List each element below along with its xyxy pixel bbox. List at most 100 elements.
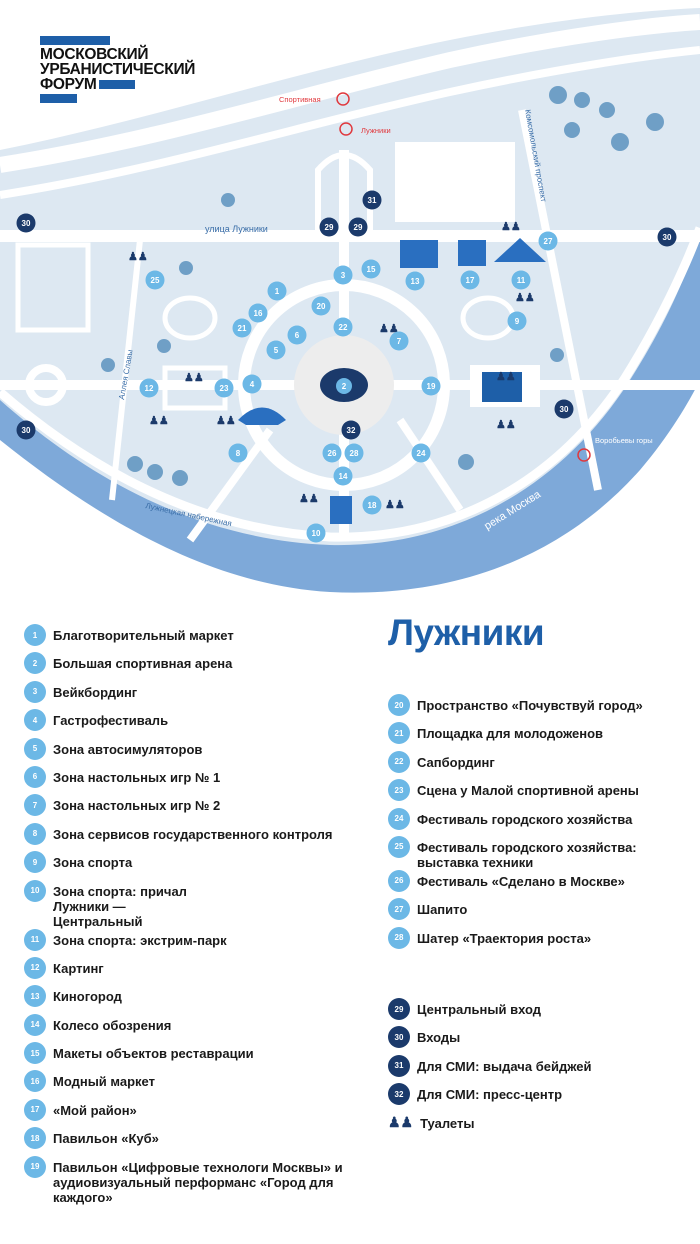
- map-marker-5[interactable]: 5: [266, 340, 286, 360]
- marker-circle: [361, 259, 381, 279]
- map-marker-7[interactable]: 7: [389, 331, 409, 351]
- legend-label: Макеты объектов реставрации: [53, 1046, 254, 1062]
- metro-luzhniki[interactable]: Лужники: [339, 122, 391, 136]
- legend-label: Гастрофестиваль: [53, 713, 169, 729]
- building-block: [395, 142, 515, 222]
- legend-item-17: 17«Мой район»: [24, 1098, 374, 1127]
- map-marker-32[interactable]: 32: [341, 420, 361, 440]
- marker-number: 30: [22, 426, 31, 435]
- legend-item-toilets: ♟♟ Туалеты: [388, 1112, 698, 1140]
- map-marker-2[interactable]: 2: [336, 378, 352, 394]
- metro-sportivnaya[interactable]: Спортивная: [279, 92, 350, 106]
- map-marker-9[interactable]: 9: [507, 311, 527, 331]
- legend-marker: 18: [24, 1127, 46, 1150]
- map-marker-31[interactable]: 31: [362, 190, 382, 210]
- map-marker-20[interactable]: 20: [311, 296, 331, 316]
- map-marker-30[interactable]: 30: [554, 399, 574, 419]
- marker-number: 26: [328, 449, 337, 458]
- komsomolsky-avenue: [518, 109, 602, 491]
- marker-number: 10: [312, 529, 321, 538]
- metro-label: Воробьевы горы: [595, 436, 653, 445]
- map-marker-3[interactable]: 3: [333, 265, 353, 285]
- legend-marker: 4: [24, 709, 46, 732]
- marker-circle: [322, 443, 342, 463]
- marker-circle: [538, 231, 558, 251]
- marker-number: 21: [238, 324, 247, 333]
- map-marker-19[interactable]: 19: [421, 376, 441, 396]
- legend-label: Павильон «Куб»: [53, 1131, 159, 1147]
- metro-icon: [577, 448, 591, 462]
- marker-number: 32: [347, 426, 356, 435]
- legend-label: Зона спорта: [53, 855, 133, 871]
- logo-last-row: ФОРУМ: [40, 77, 195, 92]
- map-marker-4[interactable]: 4: [242, 374, 262, 394]
- marker-number: 24: [417, 449, 426, 458]
- legend-marker: 12: [24, 956, 46, 979]
- map-marker-30[interactable]: 30: [16, 420, 36, 440]
- map-marker-29[interactable]: 29: [319, 217, 339, 237]
- marker-number: 15: [367, 265, 376, 274]
- diagonal-road-se: [396, 417, 464, 513]
- logo-bar: [40, 94, 77, 103]
- marker-number: 1: [275, 287, 280, 296]
- map-marker-25[interactable]: 25: [145, 270, 165, 290]
- map-marker-22[interactable]: 22: [333, 317, 353, 337]
- map-marker-27[interactable]: 27: [538, 231, 558, 251]
- map-marker-17[interactable]: 17: [460, 270, 480, 290]
- map-marker-6[interactable]: 6: [287, 325, 307, 345]
- marker-circle: [16, 213, 36, 233]
- map-marker-29[interactable]: 29: [348, 217, 368, 237]
- marker-circle: [405, 271, 425, 291]
- svg-text:♟♟: ♟♟: [149, 415, 169, 427]
- map-marker-11[interactable]: 11: [511, 270, 531, 290]
- legend-label: Туалеты: [420, 1115, 475, 1131]
- map-marker-8[interactable]: 8: [228, 443, 248, 463]
- map-marker-28[interactable]: 28: [344, 443, 364, 463]
- map-marker-13[interactable]: 13: [405, 271, 425, 291]
- map-marker-14[interactable]: 14: [333, 466, 353, 486]
- map-marker-24[interactable]: 24: [411, 443, 431, 463]
- marker-circle: [242, 374, 262, 394]
- legend-marker: 28: [388, 926, 410, 949]
- marker-circle: [139, 378, 159, 398]
- map-marker-21[interactable]: 21: [232, 318, 252, 338]
- map-marker-30[interactable]: 30: [657, 227, 677, 247]
- legend-label: Зона сервисов государственного контроля: [53, 826, 333, 842]
- map-marker-12[interactable]: 12: [139, 378, 159, 398]
- logo-bar: [40, 36, 110, 45]
- marker-number: 4: [250, 380, 255, 389]
- metro-icon: [336, 92, 350, 106]
- highway-road-2: [0, 46, 700, 199]
- metro-vorobyovy-gory[interactable]: Воробьевы горы: [577, 436, 653, 462]
- map-marker-15[interactable]: 15: [361, 259, 381, 279]
- legend-item-18: 18 Павильон «Куб»: [24, 1127, 374, 1155]
- map-marker-30[interactable]: 30: [16, 213, 36, 233]
- svg-text:♟♟: ♟♟: [216, 415, 236, 427]
- marker-number: 29: [325, 223, 334, 232]
- map-marker-18[interactable]: 18: [362, 495, 382, 515]
- legend-marker: 25: [388, 835, 410, 858]
- map-marker-16[interactable]: 16: [248, 303, 268, 323]
- map-marker-10[interactable]: 10: [306, 523, 326, 543]
- marker-number: 19: [427, 382, 436, 391]
- legend-label: Зона настольных игр № 2: [53, 798, 221, 814]
- district-building-icon: [458, 240, 486, 266]
- map-marker-23[interactable]: 23: [214, 378, 234, 398]
- marker-number: 22: [339, 323, 348, 332]
- svg-text:♟♟: ♟♟: [379, 323, 399, 335]
- alley-of-glory: [109, 239, 143, 501]
- marker-circle: [333, 466, 353, 486]
- map-marker-26[interactable]: 26: [322, 443, 342, 463]
- map-marker-1[interactable]: 1: [267, 281, 287, 301]
- marker-number: 23: [220, 384, 229, 393]
- legend-marker: 16: [24, 1070, 46, 1093]
